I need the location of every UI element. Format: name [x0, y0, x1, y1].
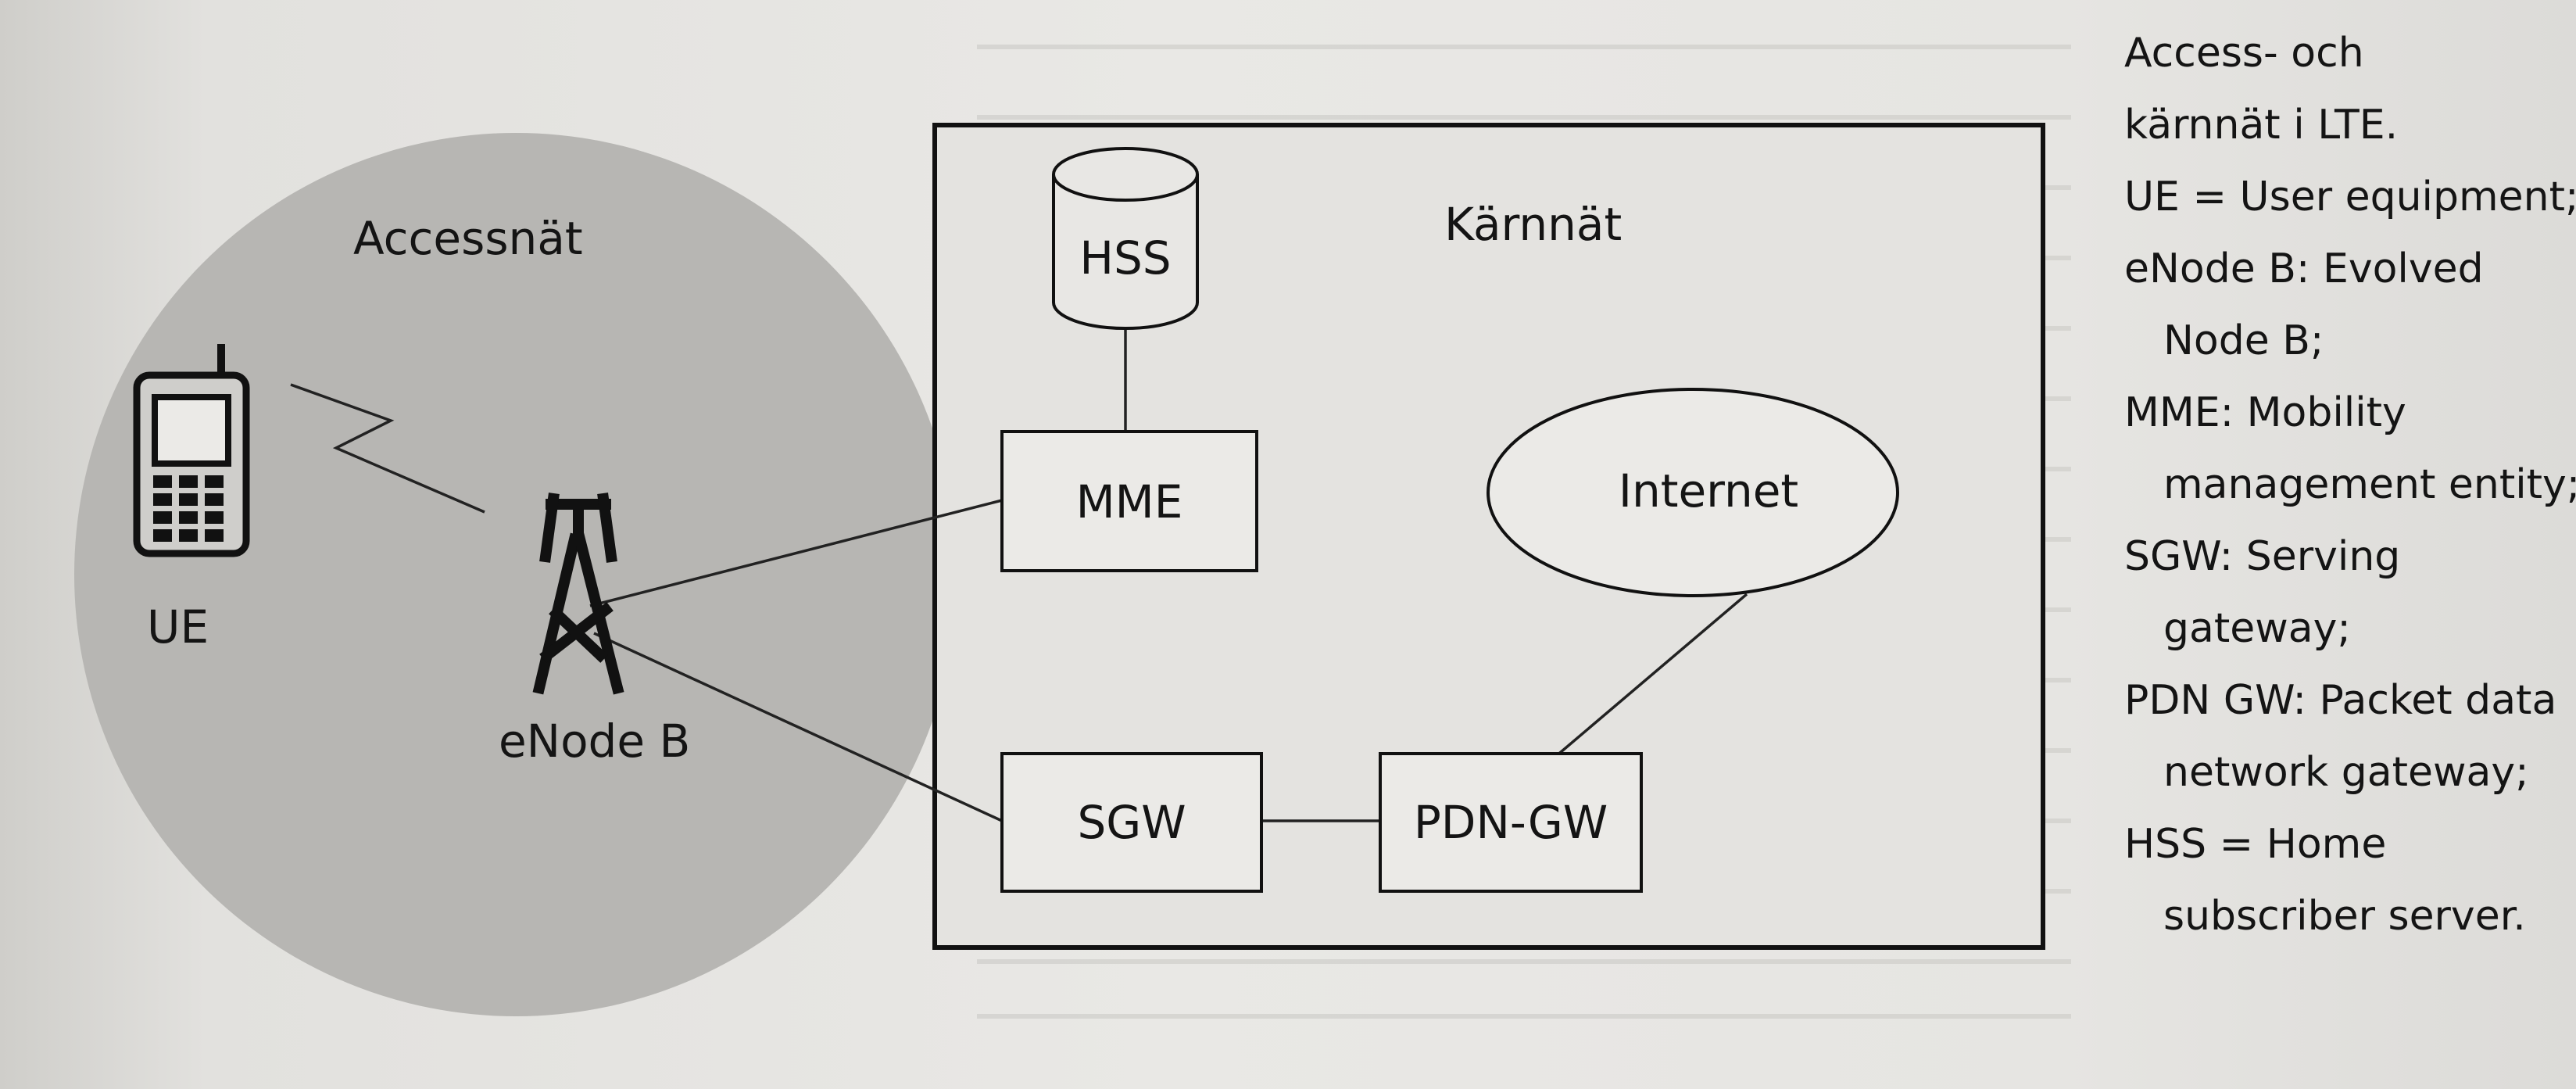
access-network-area	[74, 133, 957, 1016]
enodeb-label: eNode B	[499, 715, 690, 768]
hss-database-icon	[1052, 147, 1199, 330]
ue-phone-icon	[133, 344, 250, 557]
caption-line: MME: Mobility	[2124, 389, 2406, 436]
caption-line: gateway;	[2163, 605, 2351, 652]
caption-line: network gateway;	[2163, 749, 2529, 796]
caption-line: eNode B: Evolved	[2124, 245, 2484, 292]
mme-box	[1000, 430, 1258, 572]
core-network-label: Kärnnät	[1444, 198, 1622, 251]
ue-label: UE	[147, 600, 209, 654]
link-enodeb-mme	[589, 499, 1003, 607]
caption-line: PDN GW: Packet data	[2124, 677, 2557, 724]
link-pdngw-internet	[1554, 593, 1748, 758]
internet-label: Internet	[1619, 464, 1798, 518]
caption-line: SGW: Serving	[2124, 533, 2401, 580]
pdn-gw-box	[1379, 752, 1643, 893]
caption-line: management entity;	[2163, 461, 2576, 508]
pdn-gw-label: PDN-GW	[1414, 796, 1608, 849]
access-network-label: Accessnät	[353, 212, 583, 265]
internet-cloud	[1487, 388, 1899, 597]
caption-line: kärnnät i LTE.	[2124, 102, 2399, 149]
caption-line: Node B;	[2163, 317, 2324, 364]
caption-line: HSS = Home	[2124, 821, 2387, 868]
caption-line: subscriber server.	[2163, 893, 2526, 940]
caption-line: Access- och	[2124, 30, 2364, 77]
lte-network-diagram: Accessnät Kärnnät UE eNode B HSS MME Int…	[74, 45, 2071, 1019]
sgw-box	[1000, 752, 1263, 893]
enodeb-tower-icon	[532, 493, 624, 695]
radio-link-icon	[290, 383, 485, 514]
link-enodeb-sgw	[593, 632, 1003, 822]
connections	[290, 328, 1748, 822]
mme-label: MME	[1076, 475, 1183, 528]
figure-caption: Access- och kärnnät i LTE. UE = User equ…	[2124, 17, 2576, 952]
sgw-label: SGW	[1077, 796, 1186, 849]
caption-line: UE = User equipment;	[2124, 174, 2576, 220]
hss-label: HSS	[1079, 231, 1171, 285]
